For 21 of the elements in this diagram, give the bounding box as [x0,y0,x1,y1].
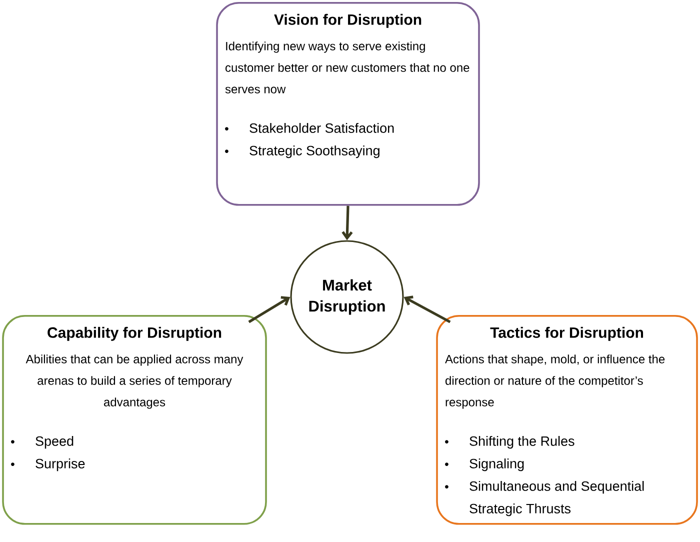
node-label: Market Disruption [309,279,385,315]
rounded-box [216,2,480,206]
arrow [248,296,290,324]
bullet-item: Strategic Soothsaying [250,145,380,158]
heading: Capability for Disruption [48,326,222,341]
bullet-item: Shifting the Rules [470,436,574,449]
rounded-box [436,315,698,525]
arrow [404,296,451,324]
bullet-item: Simultaneous and Sequential Strategic Thrusts [470,480,644,516]
bullet-item: Signaling [470,458,524,472]
arrow [342,206,353,240]
circle-node [290,240,404,354]
bullet-item: Surprise [36,458,85,472]
description: Actions that shape, mold, or influence the direction or nature of the competitor’s response [445,354,665,409]
heading: Tactics for Disruption [490,326,644,341]
description: Abilities that can be applied across many arenas to build a series of temporary advantages [26,354,244,409]
heading: Vision for Disruption [274,14,422,28]
description: Identifying new ways to serve existing customer better or new customers that no one serves now [225,42,470,94]
bullet-item: Speed [36,436,74,449]
bullet-item: Stakeholder Satisfaction [250,122,394,133]
rounded-box [2,315,267,525]
